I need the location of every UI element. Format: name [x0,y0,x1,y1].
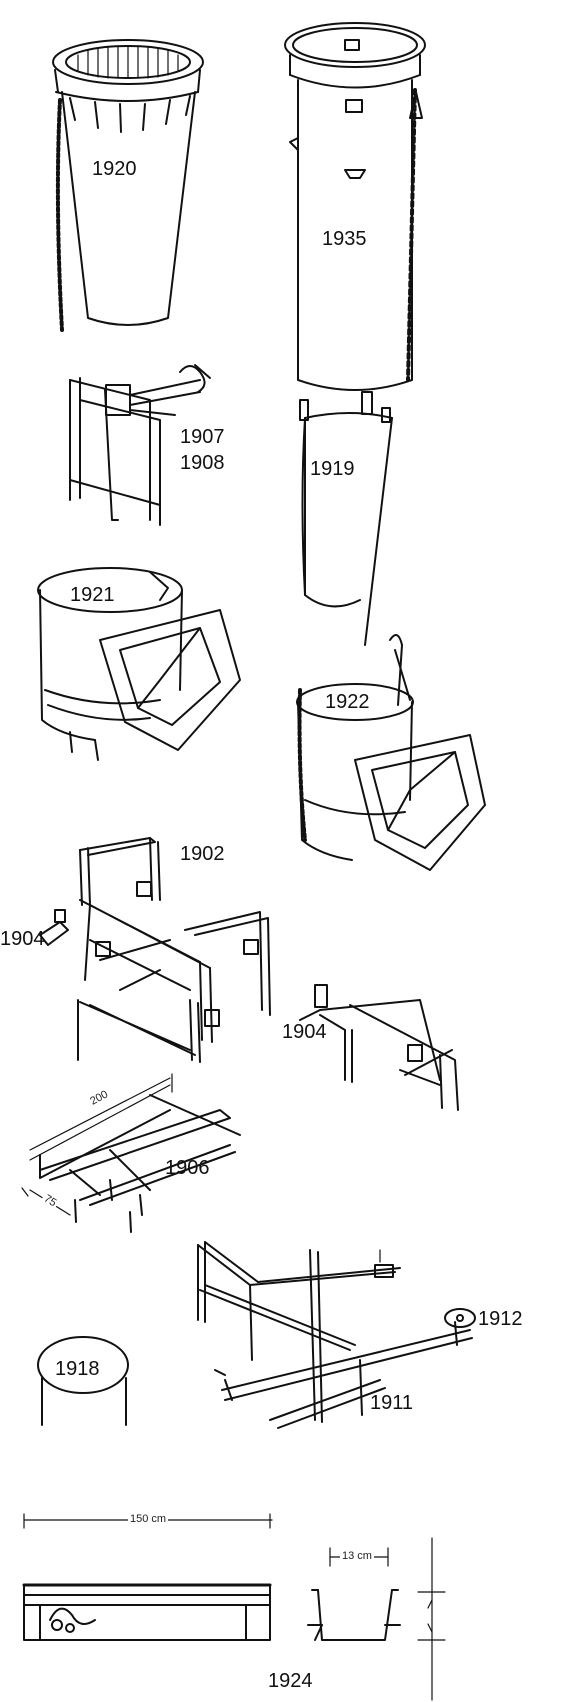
label-1918: 1918 [55,1358,100,1380]
label-1908: 1908 [180,452,225,474]
ring-1918 [37,1336,129,1426]
label-1902: 1902 [180,843,225,865]
hopper-1922 [296,634,486,871]
label-1904-right: 1904 [282,1021,327,1043]
label-1904-left: 1904 [0,928,45,950]
chute-1919 [299,391,393,646]
bracket-1904 [299,984,459,1111]
label-1922: 1922 [325,691,370,713]
profile-1924 [22,1513,446,1701]
dimension-13cm: 13 cm [340,1550,374,1562]
label-1906: 1906 [165,1157,210,1179]
hopper-1921 [37,567,241,761]
platform-1906 [21,1073,241,1233]
label-1924: 1924 [268,1670,313,1692]
pad-1912 [444,1308,476,1328]
cross-frame-1911 [197,1241,476,1429]
frame-1902-1904 [39,837,271,1063]
label-1907: 1907 [180,426,225,448]
bucket-1935 [284,22,426,391]
winch-frame-1907-1908 [69,364,211,526]
label-1911: 1911 [370,1392,414,1414]
bucket-1920 [52,39,204,332]
label-1935: 1935 [322,228,367,250]
label-1919: 1919 [310,458,355,480]
label-1920: 1920 [92,158,137,180]
label-1912: 1912 [478,1308,523,1330]
label-1921: 1921 [70,584,115,606]
dimension-150cm: 150 cm [128,1513,169,1525]
